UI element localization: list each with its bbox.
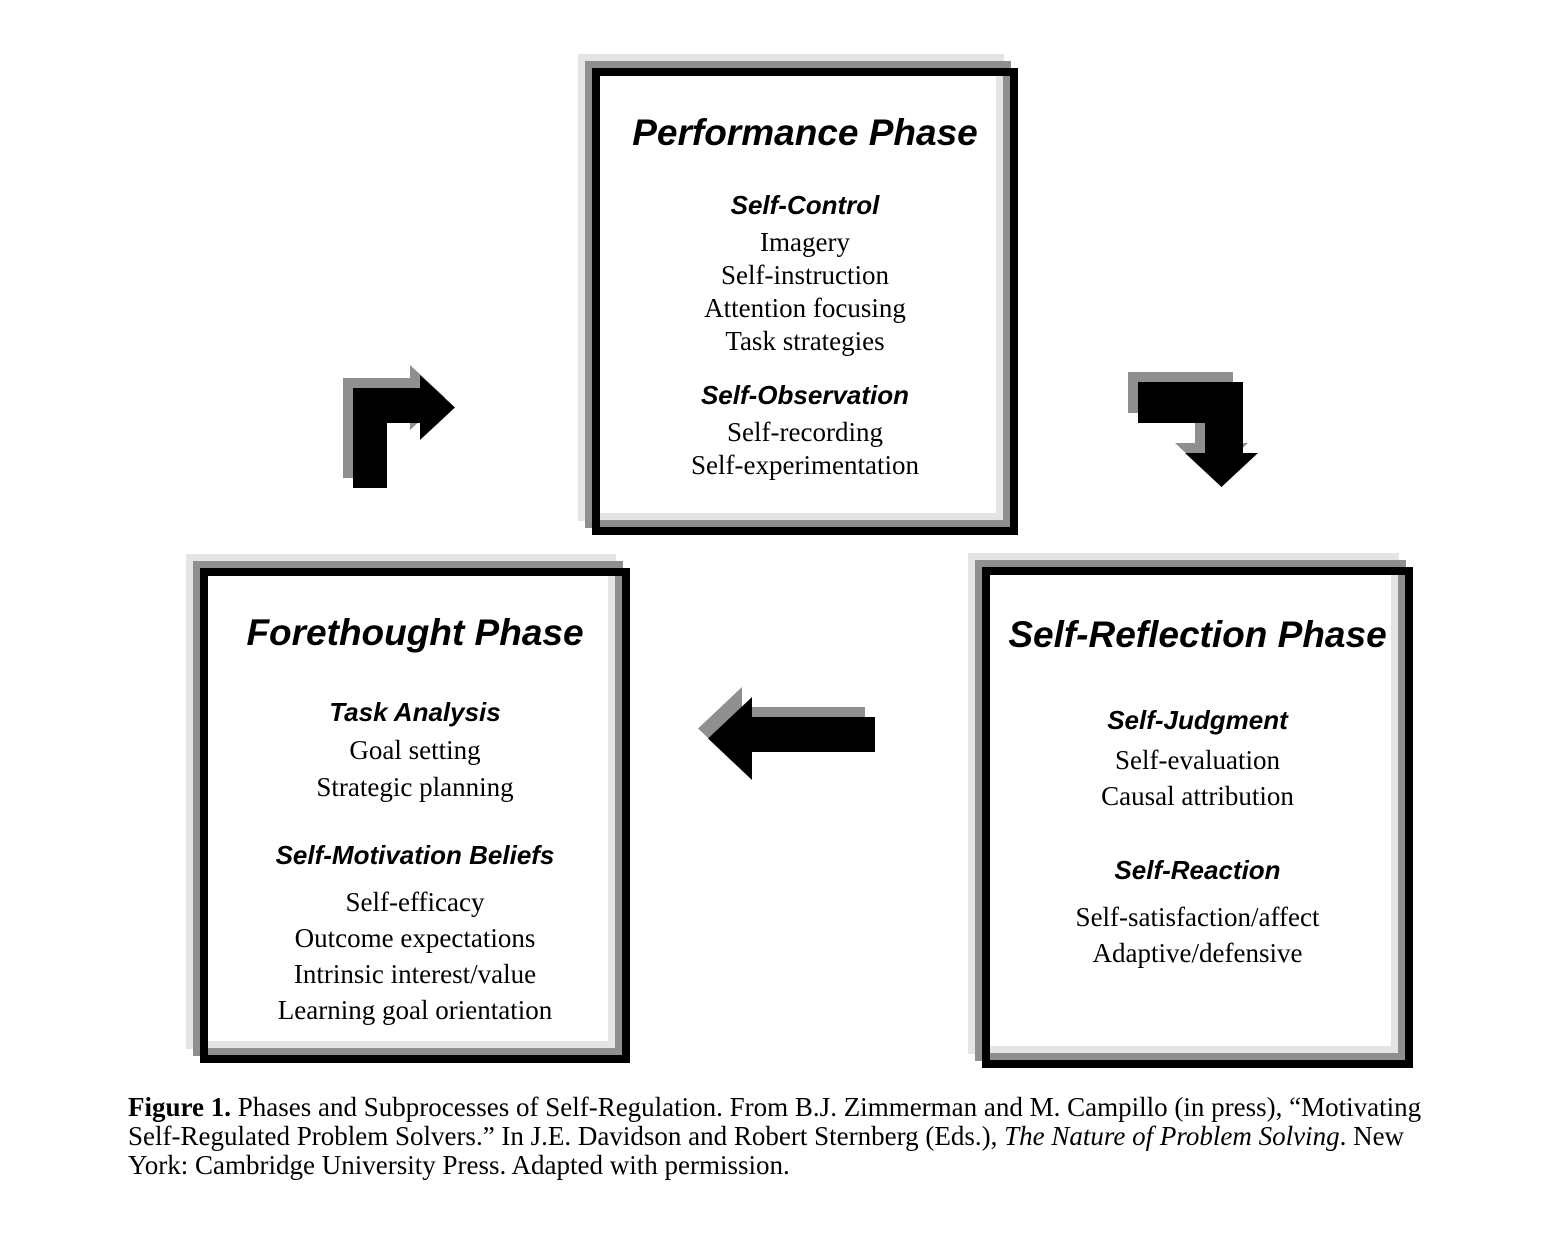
list-item: Self-experimentation bbox=[691, 450, 919, 480]
list-item: Adaptive/defensive bbox=[1092, 938, 1303, 968]
self-control-items: Imagery Self-instruction Attention focus… bbox=[600, 226, 1010, 358]
caption-text: Self-Regulated Problem Solvers.” In J.E.… bbox=[128, 1121, 1005, 1151]
self-reflection-phase-title: Self-Reflection Phase bbox=[1008, 614, 1387, 655]
caption-text: Phases and Subprocesses of Self-Regulati… bbox=[231, 1092, 1422, 1122]
performance-phase-title: Performance Phase bbox=[632, 112, 978, 153]
list-item: Self-instruction bbox=[721, 260, 889, 290]
self-judgment-items: Self-evaluation Causal attribution bbox=[990, 742, 1405, 814]
figure-caption: Figure 1. Phases and Subprocesses of Sel… bbox=[128, 1093, 1421, 1180]
self-observation-items: Self-recording Self-experimentation bbox=[600, 416, 1010, 482]
list-item: Attention focusing bbox=[704, 293, 906, 323]
list-item: Goal setting bbox=[349, 735, 481, 765]
task-analysis-items: Goal setting Strategic planning bbox=[208, 732, 622, 806]
list-item: Self-recording bbox=[727, 417, 883, 447]
caption-line-3: York: Cambridge University Press. Adapte… bbox=[128, 1151, 1421, 1180]
list-item: Intrinsic interest/value bbox=[293, 959, 537, 989]
self-reaction-heading: Self-Reaction bbox=[1114, 855, 1281, 885]
caption-line-2: Self-Regulated Problem Solvers.” In J.E.… bbox=[128, 1122, 1421, 1151]
self-motivation-beliefs-items: Self-efficacy Outcome expectations Intri… bbox=[208, 884, 622, 1028]
task-analysis-heading: Task Analysis bbox=[329, 697, 501, 727]
list-item: Strategic planning bbox=[316, 772, 514, 802]
list-item: Self-efficacy bbox=[345, 887, 485, 917]
book-title: The Nature of Problem Solving bbox=[1004, 1121, 1340, 1151]
caption-text: York: Cambridge University Press. Adapte… bbox=[128, 1150, 790, 1180]
list-item: Causal attribution bbox=[1101, 781, 1294, 811]
list-item: Outcome expectations bbox=[294, 923, 536, 953]
forethought-to-performance-arrow-icon bbox=[343, 365, 455, 488]
list-item: Task strategies bbox=[725, 326, 885, 356]
self-control-heading: Self-Control bbox=[730, 190, 880, 220]
list-item: Learning goal orientation bbox=[277, 995, 553, 1025]
forethought-phase-title: Forethought Phase bbox=[246, 612, 584, 653]
caption-text: . New bbox=[1339, 1121, 1405, 1151]
list-item: Self-satisfaction/affect bbox=[1075, 902, 1320, 932]
self-judgment-heading: Self-Judgment bbox=[1107, 705, 1288, 735]
performance-phase-box: Performance Phase Self-Control Imagery S… bbox=[592, 68, 1018, 535]
self-reflection-phase-box: Self-Reflection Phase Self-Judgment Self… bbox=[982, 567, 1413, 1068]
forethought-phase-box: Forethought Phase Task Analysis Goal set… bbox=[200, 568, 630, 1063]
performance-to-self-reflection-arrow-icon bbox=[1128, 372, 1258, 487]
figure-label: Figure 1. bbox=[128, 1092, 231, 1122]
self-motivation-beliefs-heading: Self-Motivation Beliefs bbox=[275, 840, 555, 870]
self-reflection-to-forethought-arrow-icon bbox=[698, 687, 875, 780]
caption-line-1: Figure 1. Phases and Subprocesses of Sel… bbox=[128, 1093, 1421, 1122]
self-reaction-items: Self-satisfaction/affect Adaptive/defens… bbox=[990, 899, 1405, 971]
list-item: Self-evaluation bbox=[1115, 745, 1280, 775]
list-item: Imagery bbox=[760, 227, 850, 257]
self-observation-heading: Self-Observation bbox=[700, 380, 910, 410]
